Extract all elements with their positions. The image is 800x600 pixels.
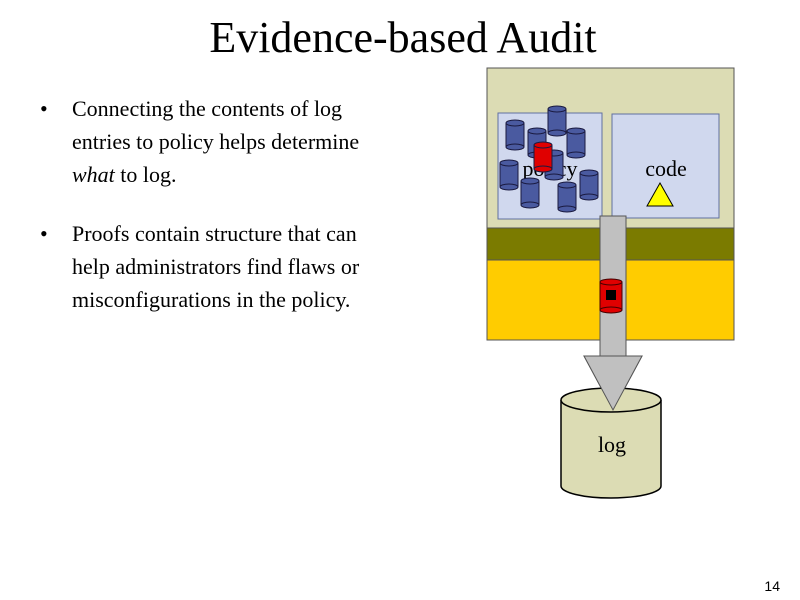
scroll-icon [566,127,586,159]
scroll-icon [557,181,577,213]
bullet-1-text: Connecting the contents of log entries t… [72,96,360,154]
scroll-icon [579,169,599,201]
code-label: code [645,156,687,181]
page-number: 14 [764,578,780,594]
bullet-1-text-end: to log. [114,162,177,187]
bullet-item-1: • Connecting the contents of log entries… [36,92,396,191]
down-arrow-head-icon [583,355,643,412]
bullet-2-text: Proofs contain structure that can help a… [72,221,360,312]
scroll-icon [505,119,525,151]
bullet-1-emphasis: what [72,162,115,187]
scroll-icon [520,177,540,209]
bullet-item-2: • Proofs contain structure that can help… [36,217,396,316]
bullet-dot-icon: • [40,96,48,121]
scroll-icon [547,105,567,137]
bullet-dot-icon: • [40,221,48,246]
log-cylinder [560,387,662,499]
bullet-list: • Connecting the contents of log entries… [36,92,396,316]
scroll-icon [499,159,519,191]
log-label: log [598,432,626,457]
warning-triangle-icon [646,181,674,207]
red-scroll-icon [533,141,553,173]
log-entry-scroll-icon [599,278,623,314]
slide-title: Evidence-based Audit [209,13,597,62]
